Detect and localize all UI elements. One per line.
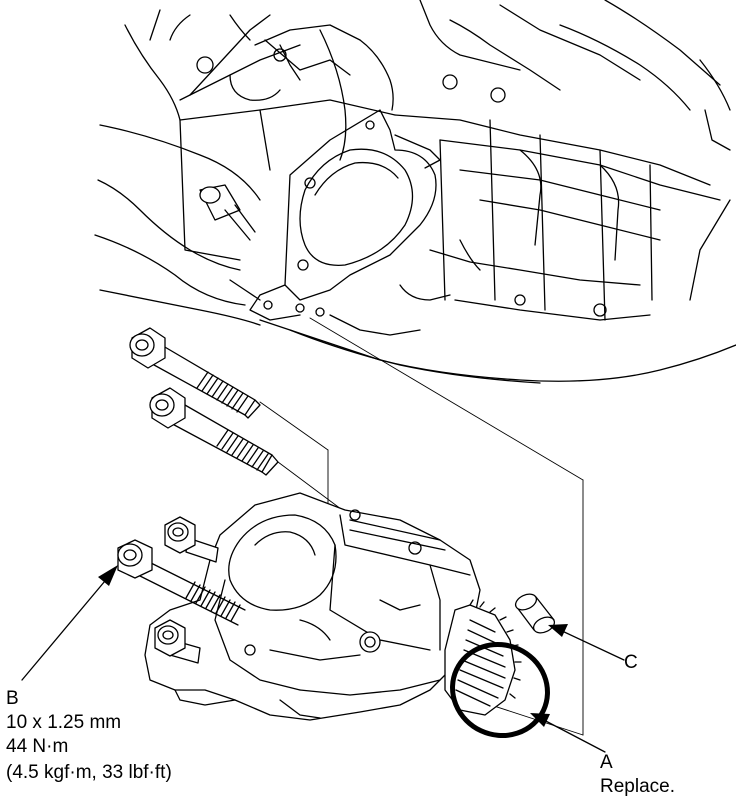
flange-bolt-left	[154, 619, 201, 664]
transmission-case	[94, 0, 736, 384]
output-gear	[444, 599, 522, 716]
callout-b-size: 10 x 1.25 mm	[6, 712, 122, 733]
bolt-b	[117, 539, 246, 626]
leader-b	[21, 565, 118, 681]
flange-bolt-upper	[164, 516, 219, 563]
callout-c-letter: C	[624, 652, 638, 673]
callout-b-letter: B	[6, 688, 19, 709]
long-bolt-lower	[149, 387, 279, 476]
leader-a	[530, 713, 606, 753]
callout-a-letter: A	[600, 752, 613, 773]
callout-b-torque-alt: (4.5 kgf·m, 33 lbf·ft)	[6, 762, 172, 783]
long-bolt-upper	[129, 327, 261, 419]
leader-c	[548, 624, 625, 661]
callout-b-torque: 44 N·m	[6, 736, 69, 757]
callout-a-note: Replace.	[600, 776, 675, 797]
dowel-pin	[514, 593, 556, 634]
transfer-housing	[144, 492, 481, 721]
o-ring	[450, 641, 550, 739]
